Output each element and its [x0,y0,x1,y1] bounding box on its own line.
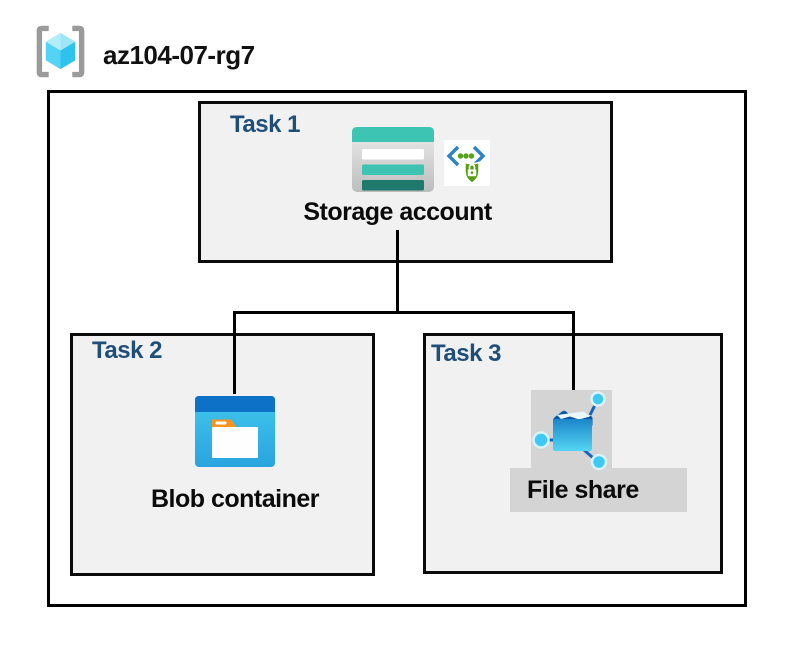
resource-group-icon [36,25,85,78]
node-label-file-share: File share [527,476,639,504]
connector-line-to-fileshare [572,311,575,390]
node-label-blob-container: Blob container [150,485,320,513]
node-label-storage-account: Storage account [303,198,492,226]
task1-label: Task 1 [230,111,300,138]
task2-label: Task 2 [92,337,162,364]
task3-label: Task 3 [431,340,501,367]
connector-line-horizontal [233,311,575,314]
sas-security-icon [444,140,490,186]
file-share-label-highlight: File share [510,468,687,512]
storage-account-icon [352,127,434,192]
connector-line-storage-down [396,230,399,313]
connector-line-to-blob [233,311,236,394]
blob-container-icon [195,396,275,467]
resource-group-title: az104-07-rg7 [103,40,255,70]
file-share-icon [532,391,608,471]
